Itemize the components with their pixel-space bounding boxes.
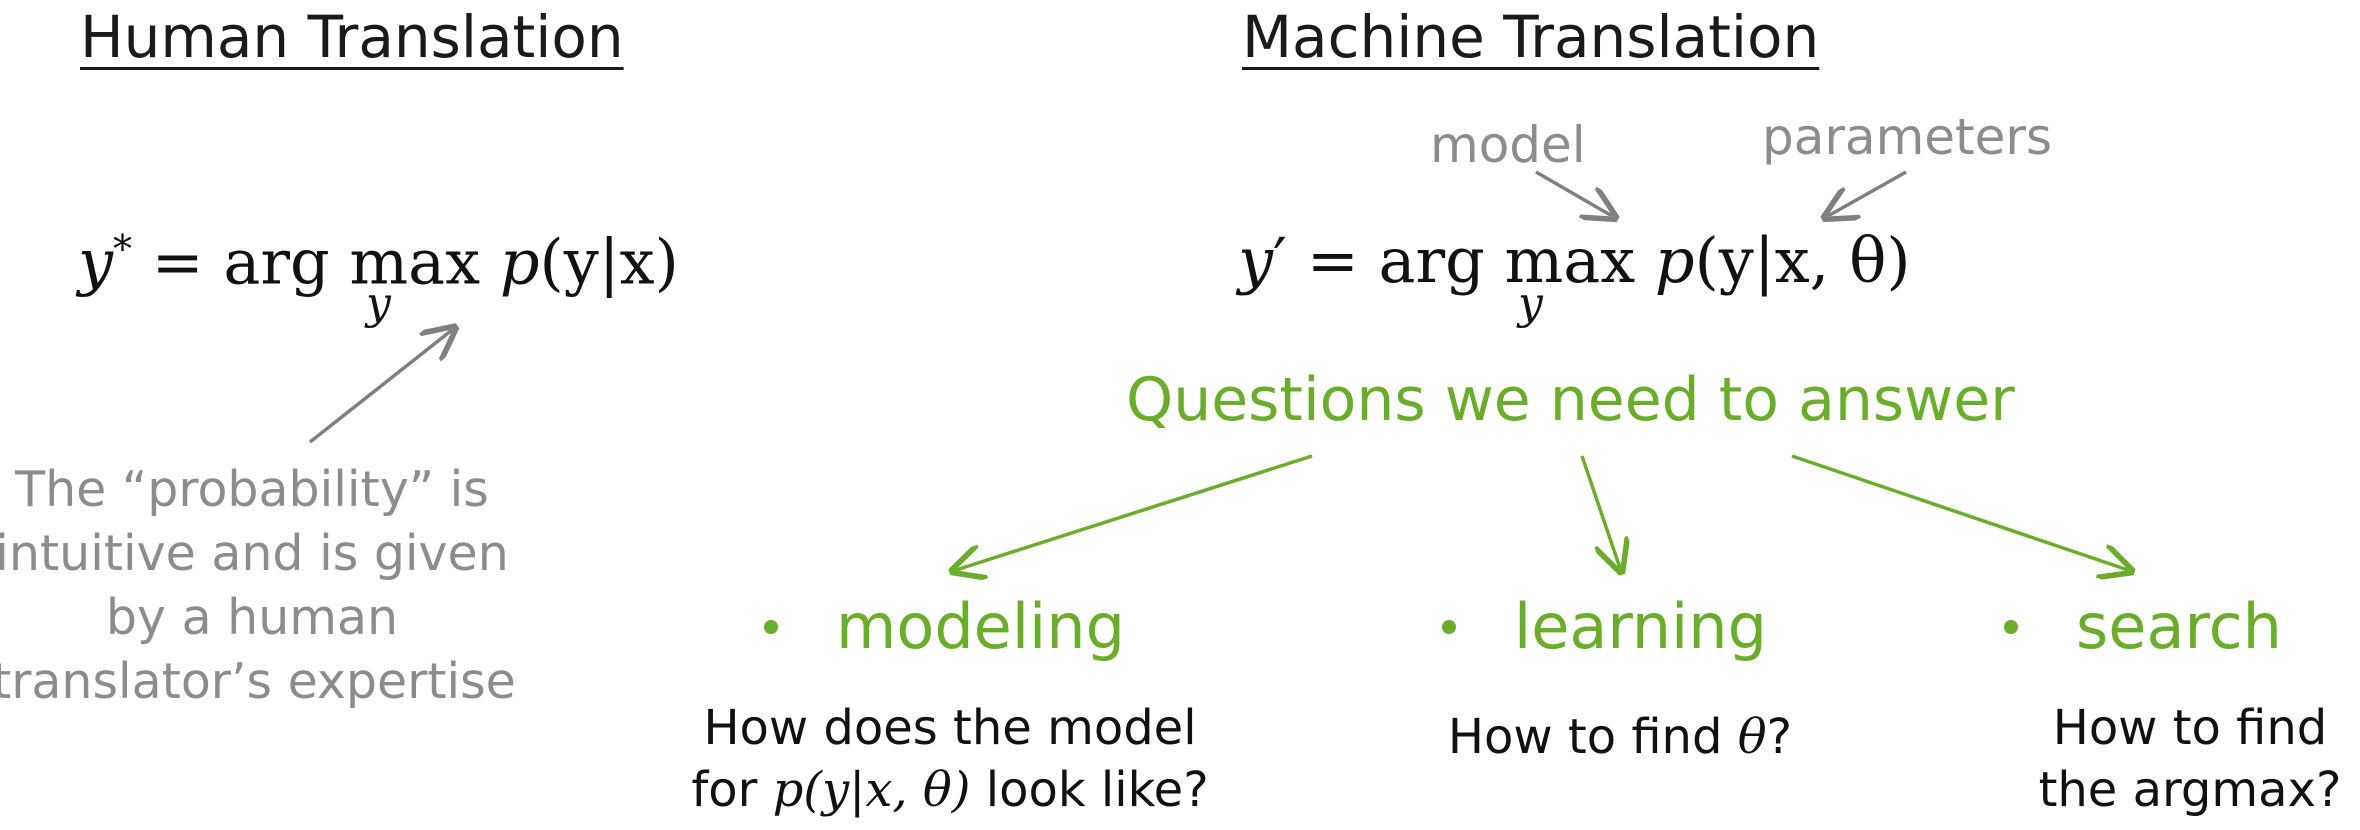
question-line: the argmax? xyxy=(2038,762,2342,818)
question-math: p(y|x, θ) xyxy=(772,762,971,818)
bullet-dot xyxy=(764,620,778,634)
parameters-label: parameters xyxy=(1762,108,2053,166)
machine-formula-subscript: y xyxy=(1518,278,1543,329)
question-line: How does the model xyxy=(703,700,1197,756)
bullet-label: search xyxy=(2076,590,2282,663)
note-line: translator’s expertise xyxy=(0,653,516,710)
bullet-label: modeling xyxy=(836,590,1125,663)
human-translation-heading: Human Translation xyxy=(80,3,624,71)
formula-lhs: y xyxy=(78,225,114,299)
human-formula-subscript: y xyxy=(366,278,391,329)
question-line: How to find xyxy=(2052,700,2328,756)
learning-arrow xyxy=(1580,455,1620,568)
model-label: model xyxy=(1430,116,1586,174)
question-text: How to find xyxy=(1447,709,1738,765)
human-formula: y* = arg max p(y|x) xyxy=(78,230,679,294)
formula-p: p xyxy=(1654,224,1695,297)
formula-args: (y|x) xyxy=(539,225,679,299)
question-line: for p(y|x, θ) look like? xyxy=(690,759,1210,821)
bullet-search: search xyxy=(2004,596,2282,658)
questions-title: Questions we need to answer xyxy=(1126,365,2015,435)
question-search: How to find the argmax? xyxy=(2020,697,2360,821)
question-suffix: ? xyxy=(1766,709,1793,765)
modeling-arrow xyxy=(956,454,1313,570)
note-line: The “probability” is xyxy=(15,461,489,518)
question-prefix: for xyxy=(691,762,773,818)
probability-arrow xyxy=(308,330,452,444)
human-probability-note: The “probability” is intuitive and is gi… xyxy=(0,458,516,714)
bullet-dot xyxy=(1442,620,1456,634)
question-suffix: look like? xyxy=(985,762,1209,818)
bullet-dot xyxy=(2004,620,2018,634)
formula-lhs: y xyxy=(1238,224,1274,297)
formula-args: (y|x, θ) xyxy=(1694,224,1911,297)
question-learning: How to find θ? xyxy=(1420,706,1820,768)
formula-argmax: = arg max xyxy=(132,225,500,299)
bullet-learning: learning xyxy=(1442,596,1767,658)
formula-argmax: = arg max xyxy=(1287,224,1655,297)
parameters-arrow xyxy=(1828,170,1907,216)
question-modeling: How does the model for p(y|x, θ) look li… xyxy=(690,697,1210,821)
bullet-modeling: modeling xyxy=(764,596,1125,658)
machine-translation-heading: Machine Translation xyxy=(1242,3,1820,71)
model-arrow xyxy=(1535,170,1612,216)
formula-p: p xyxy=(499,225,540,299)
note-line: by a human xyxy=(105,589,399,646)
formula-lhs-mark: * xyxy=(113,227,133,271)
bullet-label: learning xyxy=(1514,590,1767,663)
search-arrow xyxy=(1791,454,2128,570)
note-line: intuitive and is given xyxy=(0,525,509,582)
formula-lhs-mark: ′ xyxy=(1273,224,1288,297)
machine-formula: y′ = arg max p(y|x, θ) xyxy=(1238,230,1911,292)
question-math: θ xyxy=(1737,709,1767,765)
